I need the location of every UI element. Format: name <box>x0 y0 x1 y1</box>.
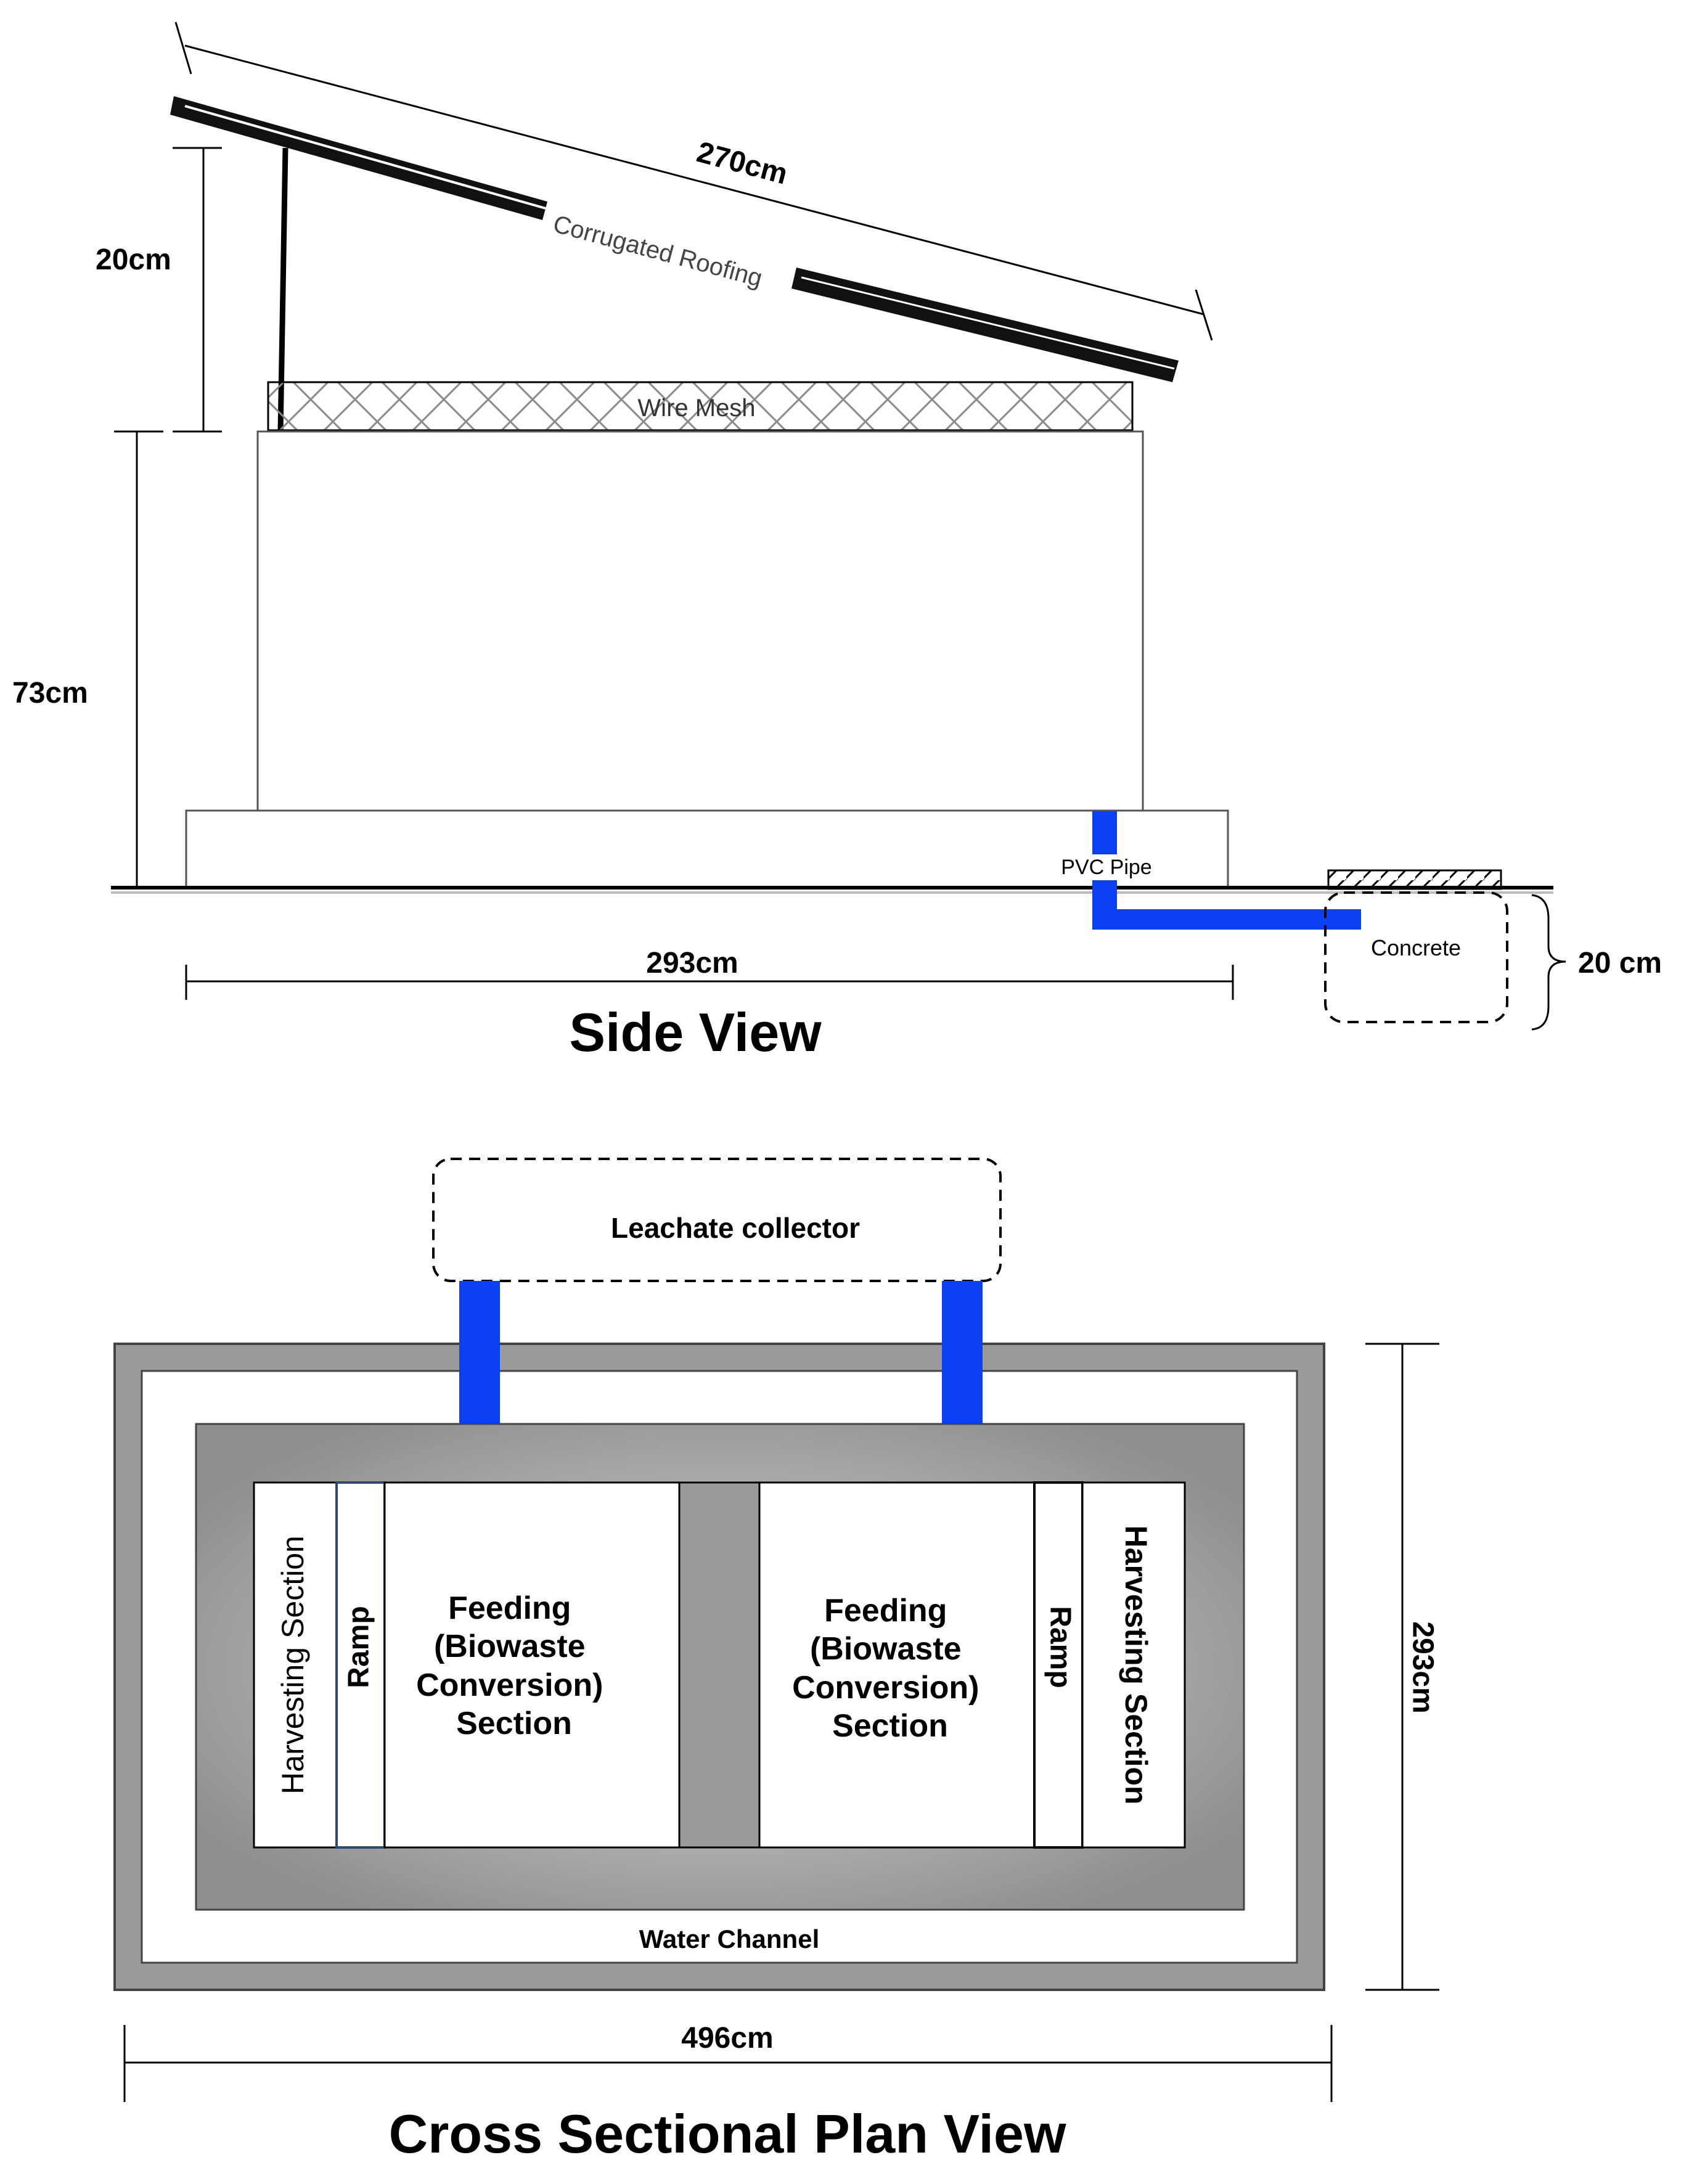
box-height-label: 73cm <box>12 677 88 710</box>
side-view: 270cm Corrugated Roofing 20cm Wire Mesh <box>12 22 1662 1063</box>
plan-width-dimension: 496cm <box>123 2022 1333 2102</box>
base-length-dimension: 293cm <box>185 947 1234 1000</box>
plan-depth-label: 293cm <box>1406 1621 1439 1713</box>
base-slab <box>185 809 1229 889</box>
wire-mesh <box>267 381 1134 431</box>
feeding-right-line-3: Conversion) <box>792 1670 979 1706</box>
ramp-left-label: Ramp <box>343 1606 375 1688</box>
plan-width-label: 496cm <box>681 2022 773 2055</box>
feeding-section-right <box>758 1481 1036 1849</box>
feeding-left-line-2: (Biowaste <box>434 1629 586 1664</box>
roof-length-dimension: 270cm <box>174 22 1213 341</box>
roof-rise-label: 20cm <box>96 243 171 276</box>
concrete-cover <box>1327 869 1502 890</box>
harvesting-section-left-label: Harvesting Section <box>276 1536 310 1794</box>
box-height-dimension: 73cm <box>12 430 163 888</box>
leachate-pipe-left <box>459 1281 500 1424</box>
leachate-collector <box>432 1158 1002 1282</box>
wire-mesh-label: Wire Mesh <box>637 395 755 422</box>
plan-view: Leachate collector Harvesting Section Ra… <box>113 1158 1439 2164</box>
center-divider <box>678 1481 761 1849</box>
feeding-right-line-2: (Biowaste <box>810 1631 962 1667</box>
plan-depth-dimension: 293cm <box>1365 1343 1439 1991</box>
feeding-left-line-3: Conversion) <box>416 1667 603 1703</box>
base-length-label: 293cm <box>646 947 738 980</box>
harvesting-section-right <box>1081 1481 1186 1849</box>
feeding-left-line-4: Section <box>456 1706 572 1741</box>
feeding-left-line-1: Feeding <box>448 1590 571 1626</box>
side-view-title: Side View <box>569 1002 822 1063</box>
leachate-collector-label: Leachate collector <box>611 1212 860 1244</box>
water-channel-label: Water Channel <box>639 1924 819 1953</box>
concrete-label: Concrete <box>1371 935 1461 960</box>
pvc-pipe-label: PVC Pipe <box>1061 856 1151 879</box>
feeding-right-line-4: Section <box>832 1708 948 1744</box>
harvesting-section-left <box>253 1481 338 1849</box>
feeding-section-left-label: Feeding (Biowaste Conversion) Section <box>416 1590 612 1741</box>
pvc-pipe <box>1092 811 1361 930</box>
ramp-right <box>1033 1481 1084 1849</box>
feeding-section-right-label: Feeding (Biowaste Conversion) Section <box>792 1593 988 1744</box>
pit-depth-label: 20 cm <box>1578 947 1662 980</box>
harvesting-section-right-label: Harvesting Section <box>1119 1526 1153 1805</box>
leachate-pipe-right <box>942 1281 983 1424</box>
corrugated-roof <box>170 96 1179 382</box>
roof-rise-dimension: 20cm <box>96 147 222 433</box>
roof-material-label: Corrugated Roofing <box>550 210 766 292</box>
feeding-section-left <box>383 1481 681 1849</box>
plan-view-title: Cross Sectional Plan View <box>389 2103 1066 2164</box>
pit-depth-brace <box>1531 894 1566 1031</box>
rearing-box-side <box>256 430 1144 812</box>
ramp-left <box>335 1481 386 1849</box>
feeding-right-line-1: Feeding <box>824 1593 947 1629</box>
ramp-right-label: Ramp <box>1044 1606 1076 1688</box>
